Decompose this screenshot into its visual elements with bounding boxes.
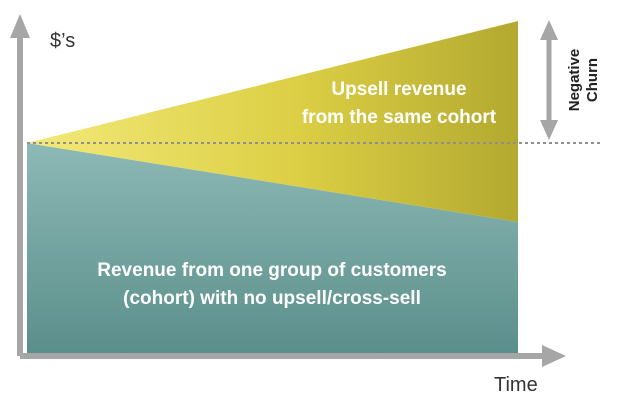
negative-churn-label: Negative Churn bbox=[566, 49, 601, 112]
negative-churn-arrow bbox=[540, 20, 558, 140]
y-axis-label: $’s bbox=[50, 30, 75, 52]
cohort-label-line2: (cohort) with no upsell/cross-sell bbox=[123, 288, 421, 309]
y-axis bbox=[10, 14, 30, 356]
cohort-label-line1: Revenue from one group of customers bbox=[97, 260, 446, 281]
upsell-label-line2: from the same cohort bbox=[302, 107, 497, 128]
x-axis-arrowhead bbox=[542, 345, 566, 367]
x-axis bbox=[20, 345, 566, 367]
upsell-label-line1: Upsell revenue bbox=[331, 79, 466, 100]
y-axis-arrowhead bbox=[10, 14, 30, 38]
cohort-revenue-area bbox=[27, 143, 518, 356]
churn-label-line1: Negative bbox=[566, 49, 583, 112]
upsell-revenue-area bbox=[27, 21, 518, 222]
churn-label-line2: Churn bbox=[584, 58, 601, 102]
churn-arrow-top-head bbox=[540, 20, 558, 40]
churn-arrow-bottom-head bbox=[540, 120, 558, 140]
x-axis-label: Time bbox=[494, 374, 538, 396]
